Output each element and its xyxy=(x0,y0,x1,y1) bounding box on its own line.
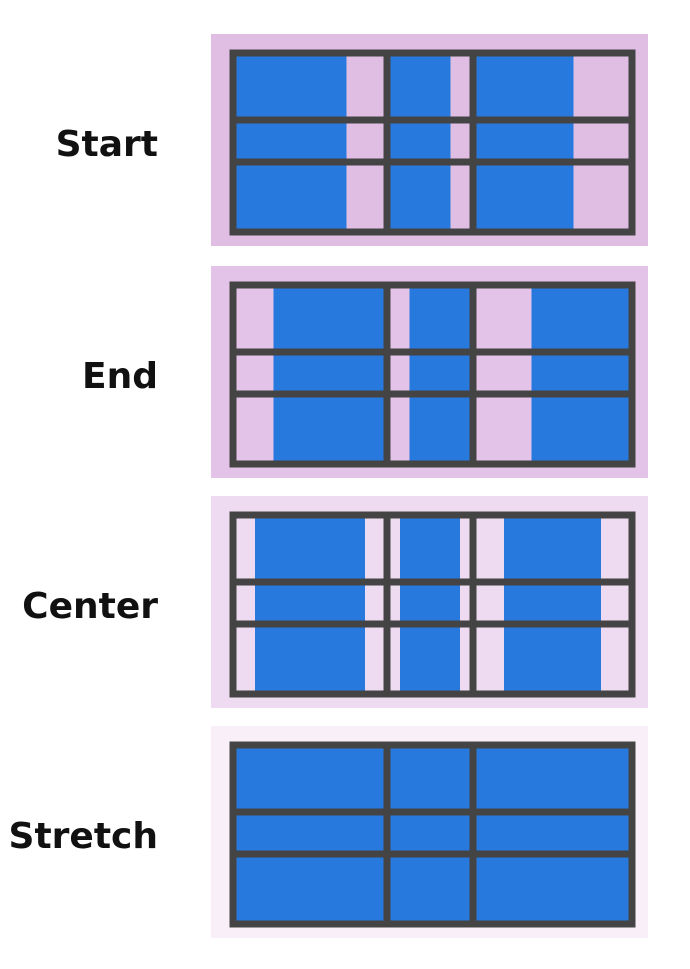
label-center: Center xyxy=(22,586,158,627)
grid-item-r2-c3 xyxy=(504,585,601,621)
grid-item-r3-c3 xyxy=(531,397,629,461)
grid-item-r1-c1 xyxy=(236,56,347,117)
panel-center xyxy=(211,496,648,708)
grid-item-r3-c2 xyxy=(409,397,470,461)
grid-item-r3-c3 xyxy=(504,627,601,691)
grid-item-r2-c1 xyxy=(236,815,384,851)
panel-end xyxy=(211,266,648,478)
grid-item-r2-c1 xyxy=(255,585,365,621)
grid-item-r2-c2 xyxy=(390,815,470,851)
grid-item-r2-c3 xyxy=(531,355,629,391)
grid-item-r3-c1 xyxy=(255,627,365,691)
grid-item-r2-c3 xyxy=(476,123,574,159)
grid-item-r2-c1 xyxy=(273,355,384,391)
grid-item-r3-c1 xyxy=(273,397,384,461)
panel-start xyxy=(211,34,648,246)
label-stretch: Stretch xyxy=(8,816,158,857)
grid-item-r1-c1 xyxy=(255,518,365,579)
grid-item-r3-c1 xyxy=(236,165,347,229)
grid-item-r1-c2 xyxy=(390,748,470,809)
grid-item-r3-c2 xyxy=(400,627,460,691)
grid-item-r1-c3 xyxy=(476,748,629,809)
grid-item-r1-c1 xyxy=(236,748,384,809)
grid-center-svg xyxy=(211,496,648,708)
grid-item-r2-c1 xyxy=(236,123,347,159)
grid-stretch-svg xyxy=(211,726,648,938)
grid-item-r1-c3 xyxy=(476,56,574,117)
grid-item-r1-c2 xyxy=(400,518,460,579)
grid-item-r1-c2 xyxy=(390,56,451,117)
grid-item-r1-c3 xyxy=(504,518,601,579)
grid-item-r3-c2 xyxy=(390,857,470,921)
grid-end-svg xyxy=(211,266,648,478)
grid-item-r3-c2 xyxy=(390,165,451,229)
grid-item-r1-c3 xyxy=(531,288,629,349)
grid-start-svg xyxy=(211,34,648,246)
grid-item-r3-c3 xyxy=(476,165,574,229)
grid-item-r2-c2 xyxy=(400,585,460,621)
grid-item-r3-c3 xyxy=(476,857,629,921)
grid-item-r2-c3 xyxy=(476,815,629,851)
label-end: End xyxy=(82,356,158,397)
grid-item-r2-c2 xyxy=(390,123,451,159)
grid-item-r1-c1 xyxy=(273,288,384,349)
grid-item-r3-c1 xyxy=(236,857,384,921)
grid-item-r1-c2 xyxy=(409,288,470,349)
label-start: Start xyxy=(55,124,158,165)
panel-stretch xyxy=(211,726,648,938)
grid-item-r2-c2 xyxy=(409,355,470,391)
